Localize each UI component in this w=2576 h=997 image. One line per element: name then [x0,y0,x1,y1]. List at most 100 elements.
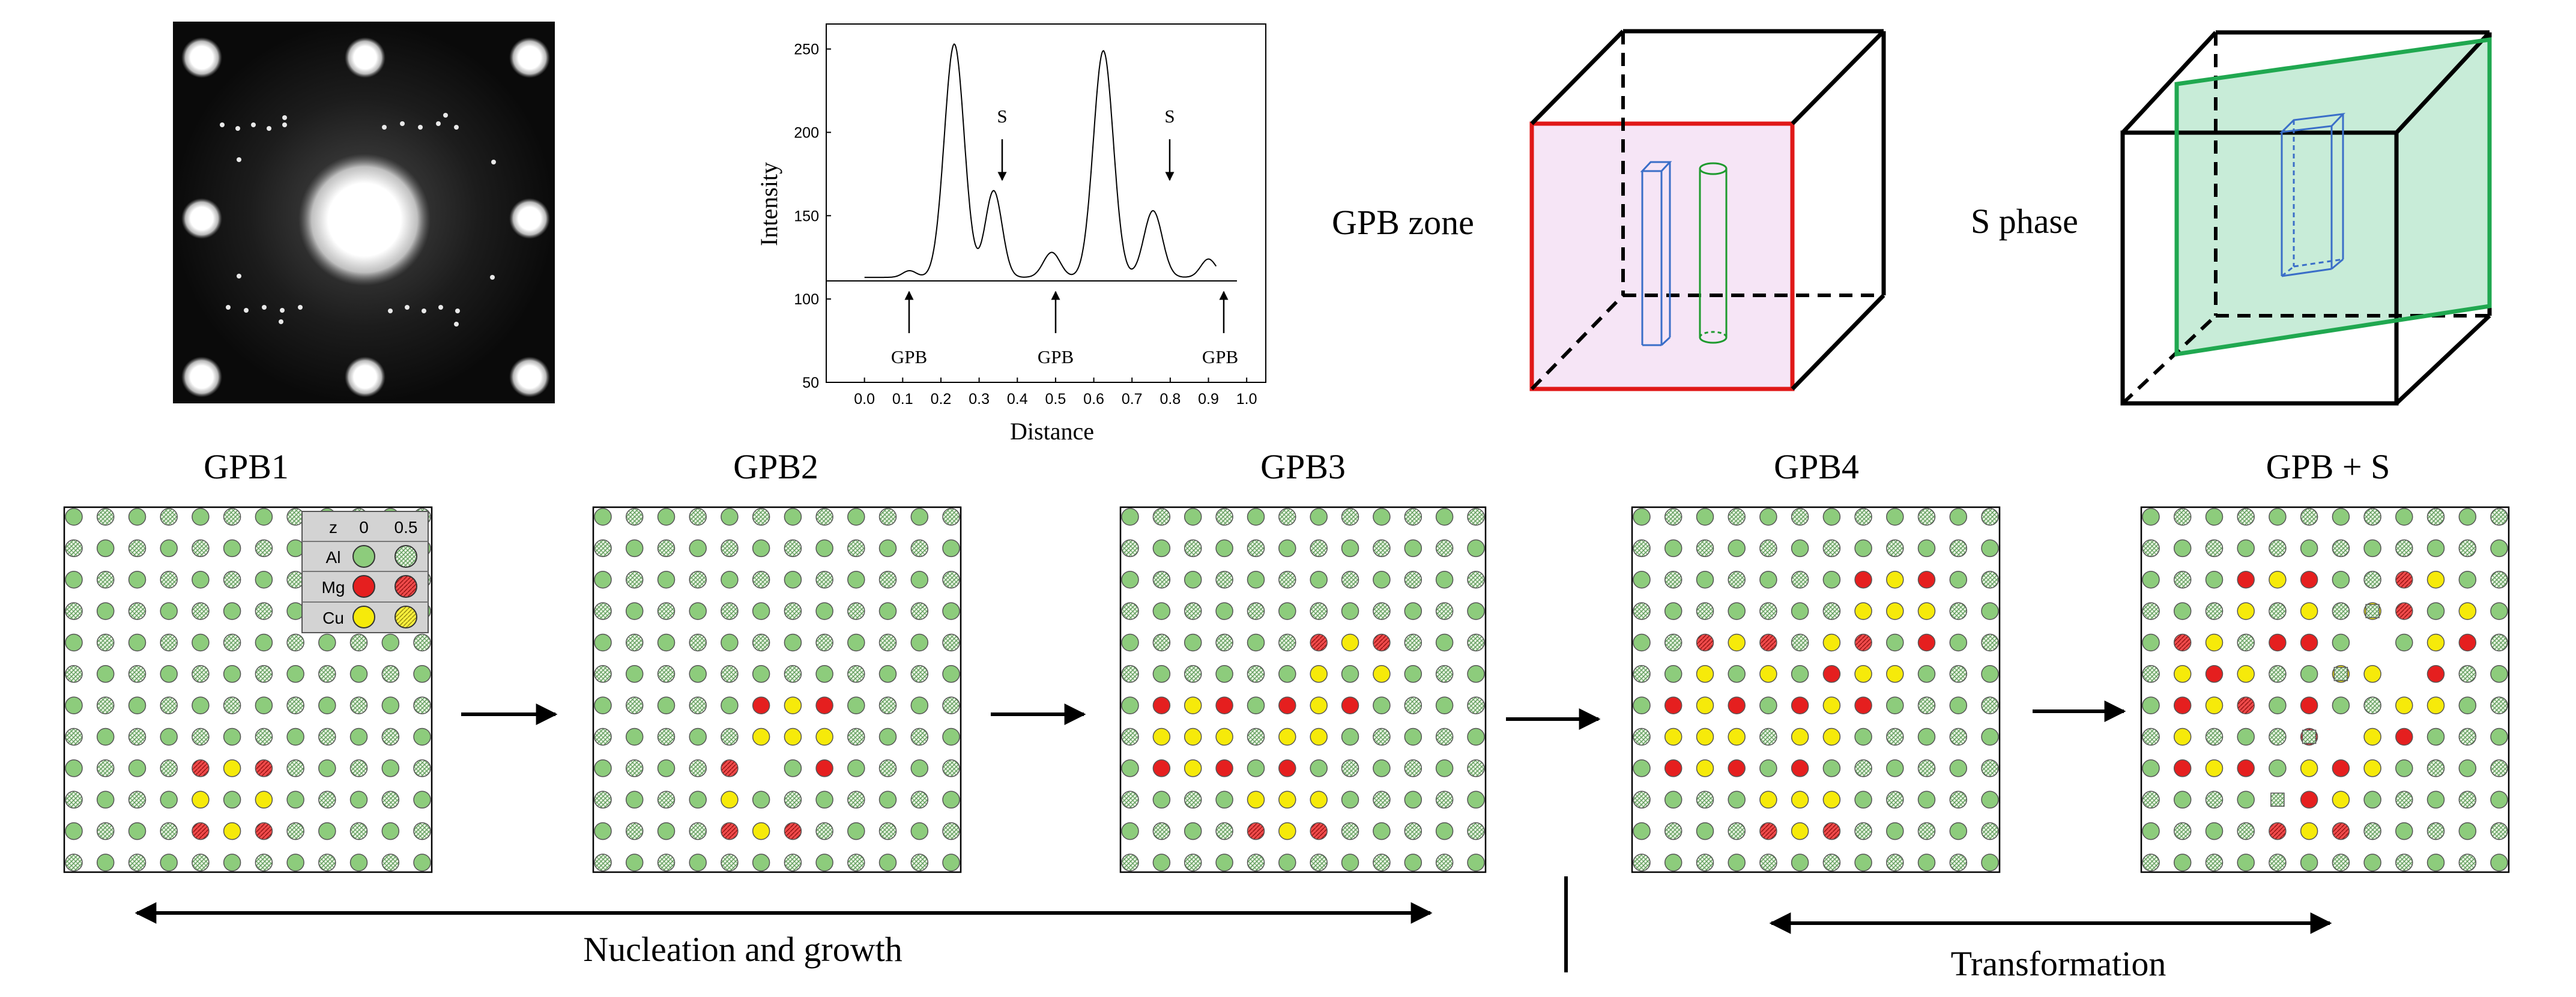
al-atom [1310,508,1328,526]
al-atom [318,727,336,746]
al-atom [2363,508,2381,526]
al-atom [657,727,676,746]
diffraction-spot [181,357,222,397]
al-atom [594,665,612,683]
weak-spot [400,121,405,126]
al-atom [128,727,147,746]
al-atom [878,539,897,558]
al-atom [847,854,865,872]
al-atom [2395,633,2413,652]
al-atom [2490,602,2508,620]
al-atom [1759,508,1777,526]
al-atom [1917,539,1936,558]
al-atom [192,665,210,683]
cu-atom [752,727,770,746]
al-atom [1373,696,1391,714]
al-atom [1435,539,1454,558]
al-atom [1759,539,1777,558]
al-atom [1467,822,1485,840]
mg-atom [1215,696,1233,714]
al-atom [1886,633,1904,652]
al-atom [2300,508,2318,526]
al-atom [2490,665,2508,683]
al-atom [349,633,368,652]
al-atom [2205,854,2224,872]
al-atom [1854,759,1872,777]
al-atom [1854,508,1872,526]
al-atom [1310,539,1328,558]
mg-atom [2426,665,2445,683]
al-atom [1404,602,1423,620]
al-atom [160,665,178,683]
al-atom [625,759,644,777]
al-atom [1121,759,1139,777]
al-atom [2142,570,2160,589]
al-atom [1981,854,1999,872]
al-atom [1886,759,1904,777]
al-atom [1917,508,1936,526]
cu-atom [1310,791,1328,809]
weak-spot [491,160,496,164]
panel-frame [1631,506,2001,873]
al-atom [1373,508,1391,526]
al-atom [1373,791,1391,809]
mg-atom [721,759,739,777]
cu-atom [1310,727,1328,746]
al-atom [223,633,241,652]
al-atom [594,602,612,620]
al-atom [381,696,400,714]
al-atom [1121,665,1139,683]
al-atom [223,539,241,558]
x-tick-label: 0.5 [1045,391,1066,408]
al-atom [2269,602,2287,620]
al-atom [689,602,707,620]
al-atom [128,508,147,526]
al-atom [1404,665,1423,683]
al-atom [1152,508,1171,526]
al-atom [96,633,115,652]
al-atom [1310,854,1328,872]
al-atom [1633,854,1651,872]
al-atom [815,854,833,872]
al-atom [594,696,612,714]
al-atom [1949,602,1968,620]
al-atom [1759,759,1777,777]
al-atom [349,727,368,746]
al-atom [223,791,241,809]
al-atom [1886,791,1904,809]
al-atom [625,665,644,683]
al-atom [2300,539,2318,558]
al-atom [1341,791,1359,809]
al-atom [65,539,83,558]
al-atom [192,633,210,652]
mg-atom [815,759,833,777]
al-atom [96,602,115,620]
mg-atom [752,696,770,714]
x-tick-label: 0.7 [1122,391,1143,408]
al-atom [1664,665,1683,683]
al-atom [878,696,897,714]
al-atom [255,696,273,714]
cu-atom [2300,822,2318,840]
y-tick-label: 100 [794,291,819,308]
al-atom [1341,854,1359,872]
cu-atom [1278,727,1296,746]
al-atom [1664,633,1683,652]
al-atom [1215,822,1233,840]
al-atom [1121,727,1139,746]
weak-spot [443,113,448,118]
al-atom [1759,727,1777,746]
al-atom [1215,570,1233,589]
mg-atom [192,759,210,777]
al-atom [1633,696,1651,714]
al-atom [1278,539,1296,558]
y-tick-label: 200 [794,124,819,141]
al-atom [65,854,83,872]
al-atom [942,822,960,840]
al-atom [128,570,147,589]
weak-spot [226,305,231,310]
al-atom [815,822,833,840]
al-atom [160,570,178,589]
gpb-zone-label: GPB zone [1332,203,1474,242]
al-atom [910,633,929,652]
